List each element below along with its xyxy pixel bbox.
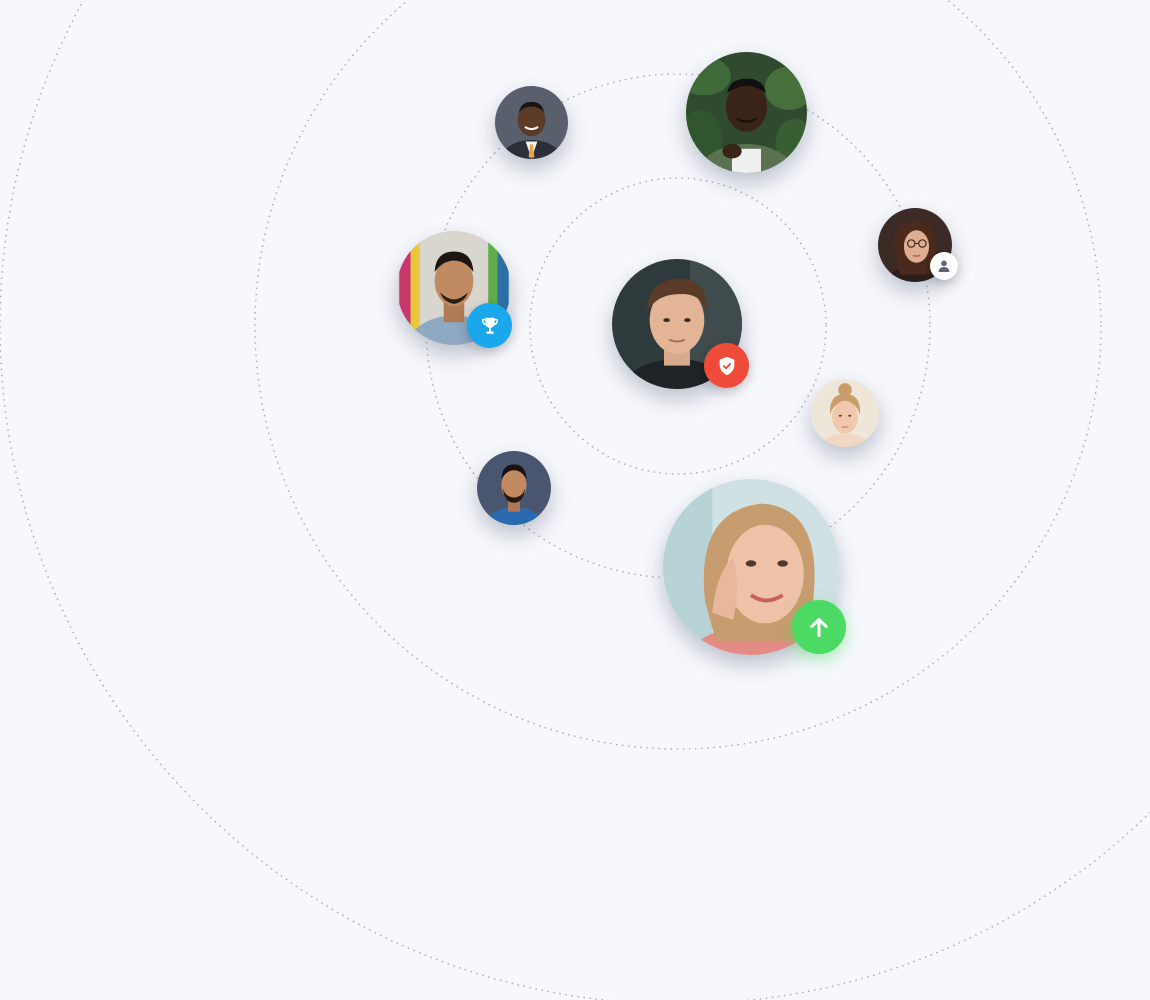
avatar-top-man-jungle[interactable] (686, 52, 807, 173)
portrait-image (686, 52, 807, 173)
orbit-ring-middle (425, 73, 931, 579)
trophy-icon (467, 303, 512, 348)
orbit-ring-inner (529, 177, 827, 475)
portrait-image (878, 208, 952, 282)
avatar-right-woman-glasses[interactable] (878, 208, 952, 282)
orbit-ring-outer (254, 0, 1102, 750)
portrait-image (495, 86, 568, 159)
avatar-left-man-beard[interactable] (477, 451, 551, 525)
avatar-left-man-surf[interactable] (397, 231, 511, 345)
portrait-image (397, 231, 511, 345)
portrait-image (663, 479, 839, 655)
avatar-top-man-suit[interactable] (495, 86, 568, 159)
avatar-right-woman-blonde[interactable] (811, 379, 879, 447)
shield-icon (704, 343, 749, 388)
user-icon (930, 252, 958, 280)
portrait-image (477, 451, 551, 525)
portrait-image (811, 379, 879, 447)
avatar-bottom-woman-smile[interactable] (663, 479, 839, 655)
arrow-up-icon (792, 600, 846, 654)
